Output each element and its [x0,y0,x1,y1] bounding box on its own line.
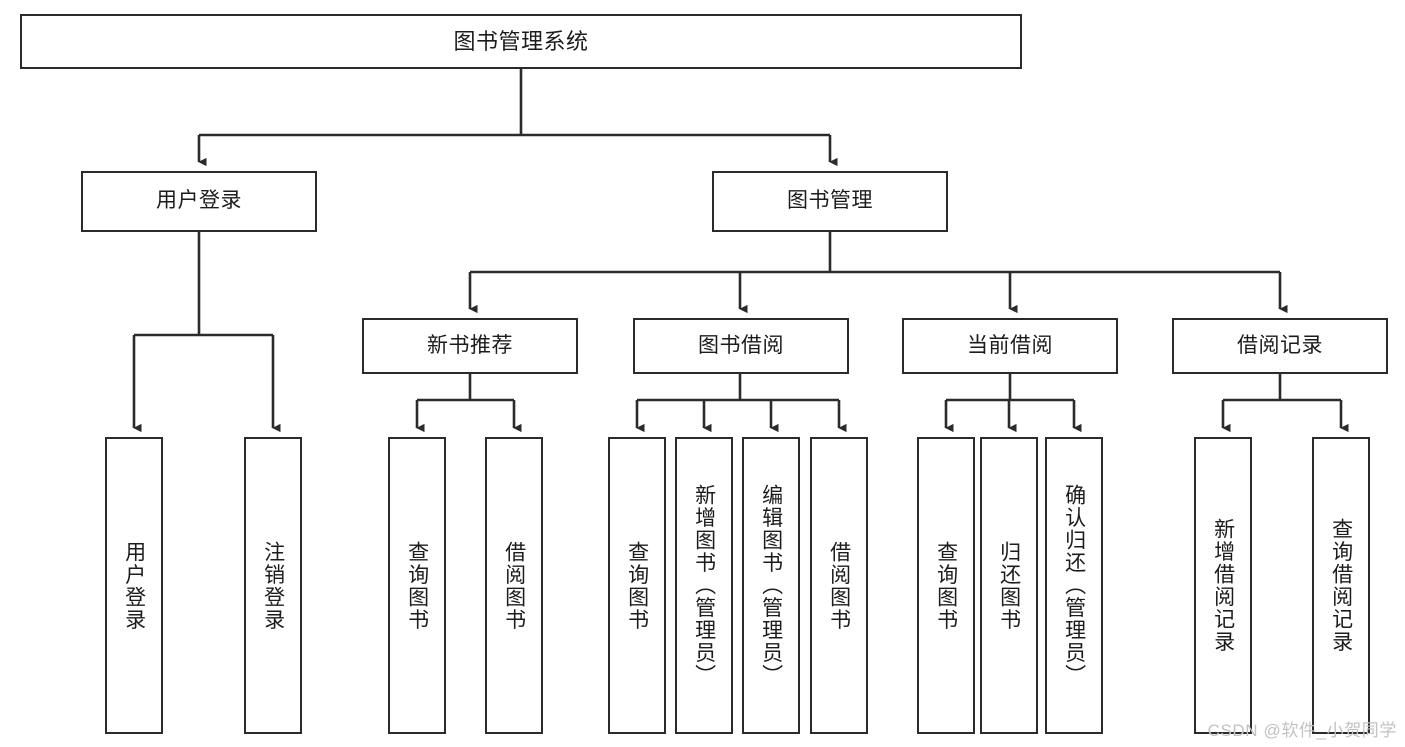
node-label: 借阅记录 [1237,333,1323,357]
node-label: 查询图书 [934,540,958,631]
leaf-borrow-edit-book-admin[interactable]: 编辑图书（管理员） [742,437,800,734]
node-label: 归还图书 [997,540,1021,631]
node-label: 图书管理 [787,189,873,213]
node-label: 用户登录 [122,540,146,631]
node-label: 当前借阅 [967,333,1053,357]
node-borrowing-records[interactable]: 借阅记录 [1172,318,1388,374]
node-label: 新增借阅记录 [1211,518,1235,653]
node-label: 查询图书 [405,540,429,631]
leaf-borrow-add-book-admin[interactable]: 新增图书（管理员） [675,437,733,734]
node-label: 确认归还（管理员） [1062,484,1086,687]
leaf-current-return-book[interactable]: 归还图书 [980,437,1038,734]
leaf-records-query-record[interactable]: 查询借阅记录 [1312,437,1370,734]
node-label: 注销登录 [261,540,285,631]
node-label: 新增图书（管理员） [692,484,716,687]
leaf-user-login-logout[interactable]: 注销登录 [244,437,302,734]
node-book-borrowing[interactable]: 图书借阅 [633,318,849,374]
node-label: 图书借阅 [698,333,784,357]
node-current-borrowing[interactable]: 当前借阅 [902,318,1118,374]
node-root-book-management-system[interactable]: 图书管理系统 [20,14,1022,69]
node-label: 查询图书 [625,540,649,631]
node-book-management[interactable]: 图书管理 [712,171,948,232]
leaf-current-confirm-return-admin[interactable]: 确认归还（管理员） [1045,437,1103,734]
leaf-new-books-query[interactable]: 查询图书 [388,437,446,734]
node-label: 借阅图书 [827,540,851,631]
node-label: 图书管理系统 [453,28,589,54]
leaf-borrow-borrow-book[interactable]: 借阅图书 [810,437,868,734]
node-label: 用户登录 [156,189,242,213]
node-label: 编辑图书（管理员） [759,484,783,687]
node-user-login[interactable]: 用户登录 [81,171,317,232]
node-new-book-recommendation[interactable]: 新书推荐 [362,318,578,374]
node-label: 新书推荐 [427,333,513,357]
node-label: 查询借阅记录 [1329,518,1353,653]
node-label: 借阅图书 [502,540,526,631]
leaf-borrow-query-book[interactable]: 查询图书 [608,437,666,734]
leaf-current-query-book[interactable]: 查询图书 [917,437,975,734]
leaf-user-login-login[interactable]: 用户登录 [105,437,163,734]
leaf-records-add-record[interactable]: 新增借阅记录 [1194,437,1252,734]
leaf-new-books-borrow[interactable]: 借阅图书 [485,437,543,734]
